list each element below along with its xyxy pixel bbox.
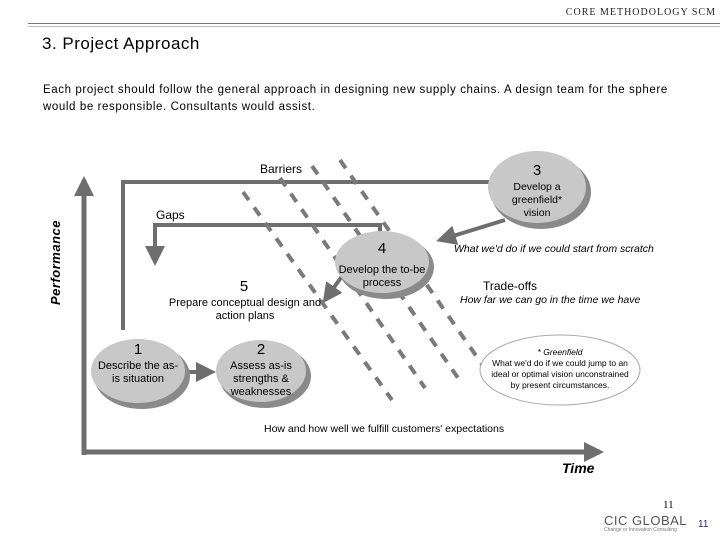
tradeoffs-title: Trade-offs [483, 279, 538, 293]
step3-ellipse [488, 151, 586, 223]
footnote-ellipse [479, 334, 641, 406]
y-axis-label: Performance [48, 220, 63, 305]
intro-text: Each project should follow the general a… [43, 84, 668, 113]
logo-text: CIC GLOBAL [604, 513, 688, 528]
barriers-arrow [121, 180, 508, 330]
step3-number: 3 [532, 162, 542, 179]
start-from-scratch-label: What we'd do if we could start from scra… [454, 243, 654, 255]
page-number-right: 11 [698, 519, 709, 530]
gaps-label: Gaps [156, 208, 185, 222]
step4-label: Develop the to-be process [338, 264, 426, 289]
customers-label: How and how well we fulfill customers' e… [264, 423, 505, 435]
step5-label: Prepare conceptual design and action pla… [168, 297, 322, 322]
barriers-label: Barriers [260, 162, 303, 176]
header-label: CORE METHODOLOGY SCM [565, 7, 716, 18]
footnote-title: * Greenfield [537, 347, 583, 357]
company-logo: CIC GLOBAL Change or Innovation Consulti… [604, 513, 696, 533]
step5-number: 5 [239, 278, 249, 295]
step4-number: 4 [377, 240, 387, 257]
step1-ellipse [91, 339, 185, 403]
header-rule-secondary [28, 26, 720, 27]
footnote-text: What we'd do if we could jump to an idea… [491, 358, 629, 390]
x-axis-label: Time [562, 460, 595, 476]
step3-label: Develop a greenfield* vision [511, 181, 563, 219]
vision-arrow [436, 218, 506, 245]
barrier-dashes [241, 158, 488, 402]
step4-ellipse [335, 231, 429, 293]
step2-number: 2 [256, 341, 266, 358]
step2-ellipse [216, 340, 306, 402]
page-number: 11 [663, 499, 674, 511]
step1-label: Describe the as-is situation [97, 360, 179, 385]
step2-label: Assess as-is strengths & weaknesses [230, 360, 292, 398]
slide-title: 3. Project Approach [42, 34, 200, 53]
header-rule [28, 23, 720, 24]
tradeoffs-text: How far we can go in the time we have [460, 294, 641, 306]
logo-subtext: Change or Innovation Consulting [604, 527, 677, 533]
step1-number: 1 [133, 341, 143, 358]
